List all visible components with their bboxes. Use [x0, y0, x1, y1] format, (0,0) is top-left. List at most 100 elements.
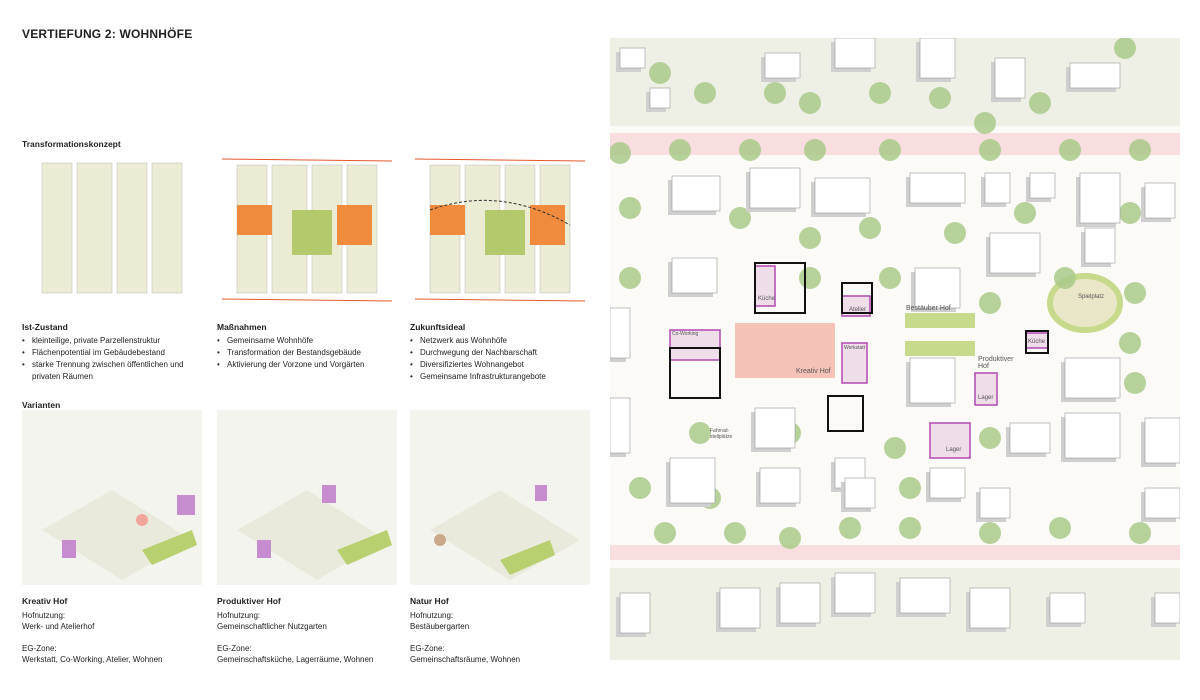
tree [739, 139, 761, 161]
building [1144, 487, 1181, 519]
building [1064, 412, 1121, 459]
tree [929, 87, 951, 109]
tree [1029, 92, 1051, 114]
tree [1059, 139, 1081, 161]
tree [869, 82, 891, 104]
building [754, 407, 796, 449]
column-ist-zustand: Ist-Zustandkleinteilige, private Parzell… [22, 321, 207, 383]
tree [609, 142, 631, 164]
building [909, 357, 956, 404]
label-produktiver-hof: Produktiver Hof [978, 356, 1014, 370]
tree [1014, 202, 1036, 224]
tree [799, 267, 821, 289]
building [969, 587, 1011, 629]
tree [859, 217, 881, 239]
lager-building-1 [974, 372, 998, 406]
label-atelier: Atelier [849, 307, 867, 313]
iso-produktiver-hof [217, 410, 397, 585]
label-lager-2: Lager [946, 447, 962, 453]
tree [799, 227, 821, 249]
building [984, 172, 1011, 204]
label-lager-1: Lager [978, 395, 994, 401]
building [1069, 62, 1121, 89]
building [619, 47, 646, 69]
tree [669, 139, 691, 161]
column-zukunftsideal: ZukunftsidealNetzwerk aus WohnhöfeDurchw… [410, 321, 595, 383]
tree [694, 82, 716, 104]
coworking-building [669, 329, 721, 361]
tree [899, 477, 921, 499]
building [649, 87, 671, 109]
lager-building-2 [929, 422, 971, 459]
building [1029, 172, 1056, 199]
building [764, 52, 801, 79]
diagram-massnahmen [217, 155, 397, 305]
building [834, 37, 876, 69]
diagram-ist-zustand [22, 155, 202, 305]
tree [879, 267, 901, 289]
label-bestaeuber-hof: Bestäuber Hof [906, 305, 951, 312]
building [1144, 182, 1176, 219]
tree [974, 112, 996, 134]
tree [944, 222, 966, 244]
building [1154, 592, 1181, 624]
tree [619, 197, 641, 219]
tree [799, 92, 821, 114]
tree [979, 427, 1001, 449]
iso-natur-hof [410, 410, 590, 585]
iso-kreativ-hof [22, 410, 202, 585]
building [1009, 422, 1051, 454]
tree [804, 139, 826, 161]
tree [1124, 372, 1146, 394]
label-fahrrad: Fahrrad-stellplätze [710, 428, 733, 440]
building [671, 175, 721, 212]
road-south [610, 545, 1180, 560]
label-kueche-2: Küche [1028, 339, 1046, 345]
label-kueche: Küche [758, 296, 776, 302]
tree [979, 139, 1001, 161]
transformation-heading: Transformationskonzept [22, 139, 121, 149]
building [1084, 227, 1116, 264]
tree [884, 437, 906, 459]
building [609, 397, 631, 454]
building [844, 477, 876, 509]
tree [1124, 282, 1146, 304]
variants-heading: Varianten [22, 400, 61, 410]
building [979, 487, 1011, 519]
tree [1049, 517, 1071, 539]
tree [979, 292, 1001, 314]
building [1064, 357, 1121, 399]
tree [689, 422, 711, 444]
building [759, 467, 801, 504]
kreativ-hof-area [735, 323, 835, 378]
building [929, 467, 966, 499]
building [609, 307, 631, 359]
label-werkstatt: Werkstatt [844, 345, 866, 351]
tree [1129, 522, 1151, 544]
werkstatt-building [841, 342, 868, 384]
building [1144, 417, 1181, 464]
building [671, 257, 718, 294]
tree [979, 522, 1001, 544]
diagram-zukunftsideal [410, 155, 590, 305]
tree [649, 62, 671, 84]
tree [724, 522, 746, 544]
building [779, 582, 821, 624]
label-coworking: Co-Working [672, 331, 699, 337]
tree [1114, 37, 1136, 59]
tree [764, 82, 786, 104]
building [919, 37, 956, 79]
tree [1119, 202, 1141, 224]
tree [879, 139, 901, 161]
tree [1129, 139, 1151, 161]
column-massnahmen: MaßnahmenGemeinsame WohnhöfeTransformati… [217, 321, 402, 371]
building [619, 592, 651, 634]
building [994, 57, 1026, 99]
building [909, 172, 966, 204]
tree [1119, 332, 1141, 354]
building [899, 577, 951, 614]
tree [619, 267, 641, 289]
